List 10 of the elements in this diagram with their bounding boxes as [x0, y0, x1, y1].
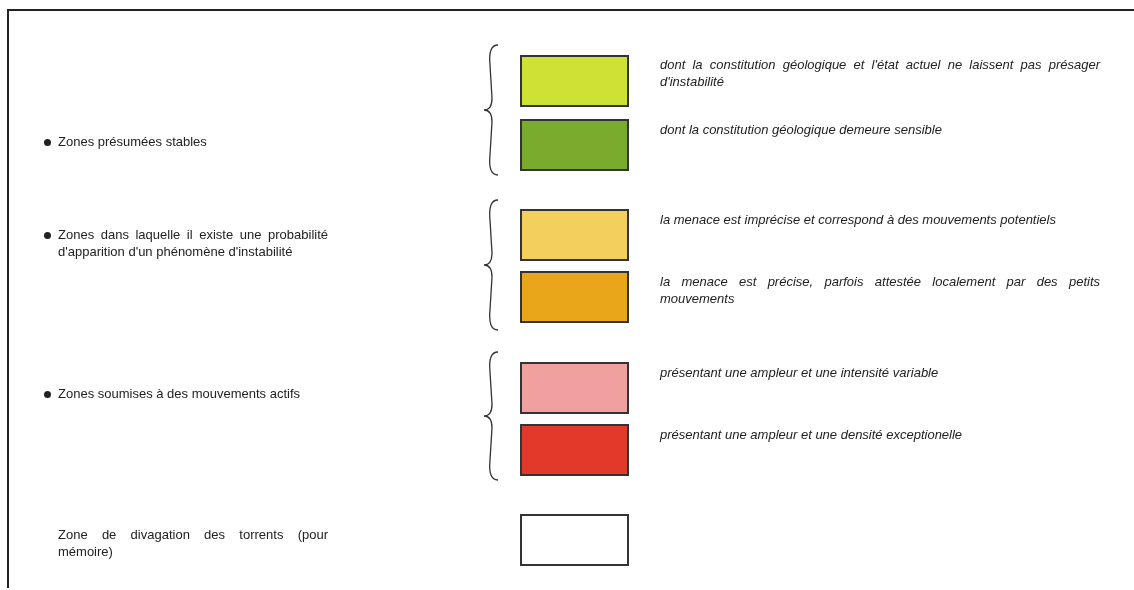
- legend-text: présentant une ampleur et une densité exceptionelle: [660, 426, 964, 443]
- group-label: Zones dans laquelle il existe une probabilité d'apparition d'un phénomène d'instabilité: [58, 226, 328, 260]
- group-label: Zones présumées stables: [58, 133, 208, 150]
- legend-text: Zone de divagation des torrents (pour mémoire): [58, 526, 328, 560]
- legend-text: dont la constitution géologique demeure sensible: [660, 121, 943, 138]
- legend-text: la menace est précise, parfois attestée localement par des petits mouvements: [660, 273, 1100, 307]
- group-label: Zones soumises à des mouvements actifs: [58, 385, 302, 402]
- legend-text: dont la constitution géologique et l'état actuel ne laissent pas présager d'instabilité: [660, 56, 1100, 90]
- legend-text: la menace est imprécise et correspond à des mouvements potentiels: [660, 211, 1057, 228]
- legend-text: présentant une ampleur et une intensité variable: [660, 364, 940, 381]
